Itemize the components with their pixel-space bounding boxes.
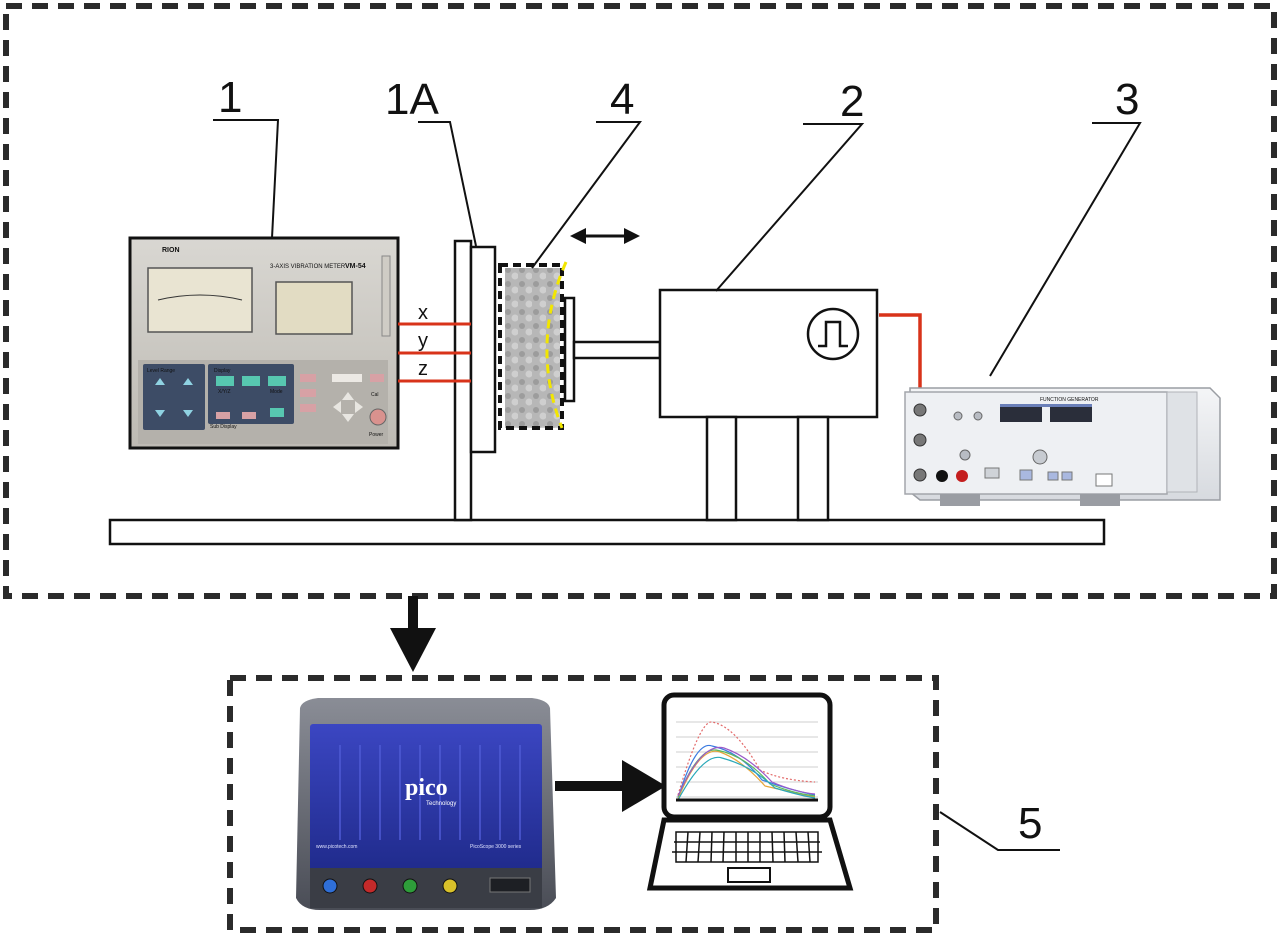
callout-shaker: 2 — [840, 77, 864, 126]
callout-vibration-meter: 1 — [218, 73, 242, 122]
shaker-shaft — [572, 340, 662, 360]
sensor-cables — [398, 322, 471, 383]
meter-btn-mode: Mode — [270, 389, 283, 395]
meter-btn-axis: X/Y/Z — [218, 389, 231, 395]
laptop-plot-curves — [677, 721, 816, 801]
meter-btn-cal: Cal — [371, 392, 379, 398]
scope-url: www.picotech.com — [316, 844, 357, 850]
generator-red-terminal — [956, 470, 968, 482]
signal-cable — [879, 313, 922, 410]
callout-acquisition: 5 — [1018, 799, 1042, 848]
callout-leaders — [213, 119, 1142, 851]
scope-brand: pico — [405, 775, 448, 801]
meter-arrow-buttons — [155, 378, 193, 417]
meter-range-label: Level Range — [147, 368, 175, 374]
vibration-meter: RION 3-AXIS VIBRATION METER VM-54 Level … — [128, 236, 400, 450]
test-stand-boundary — [3, 3, 1277, 599]
meter-model: VM-54 — [345, 263, 366, 270]
laptop-plot-gridlines — [676, 721, 818, 798]
scope-series: PicoScope 3000 series — [470, 844, 522, 850]
laptop-keyboard — [672, 831, 822, 863]
meter-brand: RION — [162, 247, 180, 254]
axis-label-x: x — [418, 302, 428, 324]
callout-generator: 3 — [1115, 75, 1139, 124]
data-flow-arrow — [555, 760, 666, 812]
scope-tagline: Technology — [426, 801, 456, 807]
scope-vent-slots — [339, 745, 521, 840]
specimen — [498, 261, 568, 430]
meter-lcd — [275, 281, 353, 335]
laptop — [646, 692, 854, 891]
scope-channel-inputs — [322, 878, 458, 894]
base-rail — [108, 518, 1106, 546]
generator-brand: FUNCTION GENERATOR — [1040, 397, 1099, 403]
meter-title: 3-AXIS VIBRATION METER — [270, 264, 346, 270]
motion-double-arrow — [570, 228, 640, 244]
meter-display-label: Display — [214, 368, 231, 374]
callout-specimen: 4 — [610, 75, 634, 124]
meter-btn-sub: Sub Display — [210, 424, 237, 430]
meter-analog-dial — [147, 267, 253, 333]
exciter-head — [563, 296, 576, 403]
meter-btn-power: Power — [369, 432, 384, 438]
square-pulse-icon — [818, 320, 848, 348]
axis-label-y: y — [418, 330, 428, 352]
callout-mount-plate: 1A — [385, 75, 439, 124]
down-arrow — [390, 596, 436, 672]
axis-label-z: z — [418, 358, 428, 380]
specimen-deflection-curve — [545, 261, 568, 429]
acquisition-boundary — [227, 675, 939, 933]
shaker — [658, 288, 879, 522]
generator-display-2 — [1050, 404, 1092, 422]
laptop-touchpad — [727, 867, 771, 883]
meter-dpad — [333, 392, 363, 422]
generator-display-1 — [1000, 404, 1042, 422]
meter-power-button — [369, 408, 387, 426]
function-generator: FUNCTION GENERATOR — [904, 387, 1221, 506]
oscilloscope: pico Technology www.picotech.com PicoSco… — [296, 698, 556, 910]
generator-black-terminal — [936, 470, 948, 482]
